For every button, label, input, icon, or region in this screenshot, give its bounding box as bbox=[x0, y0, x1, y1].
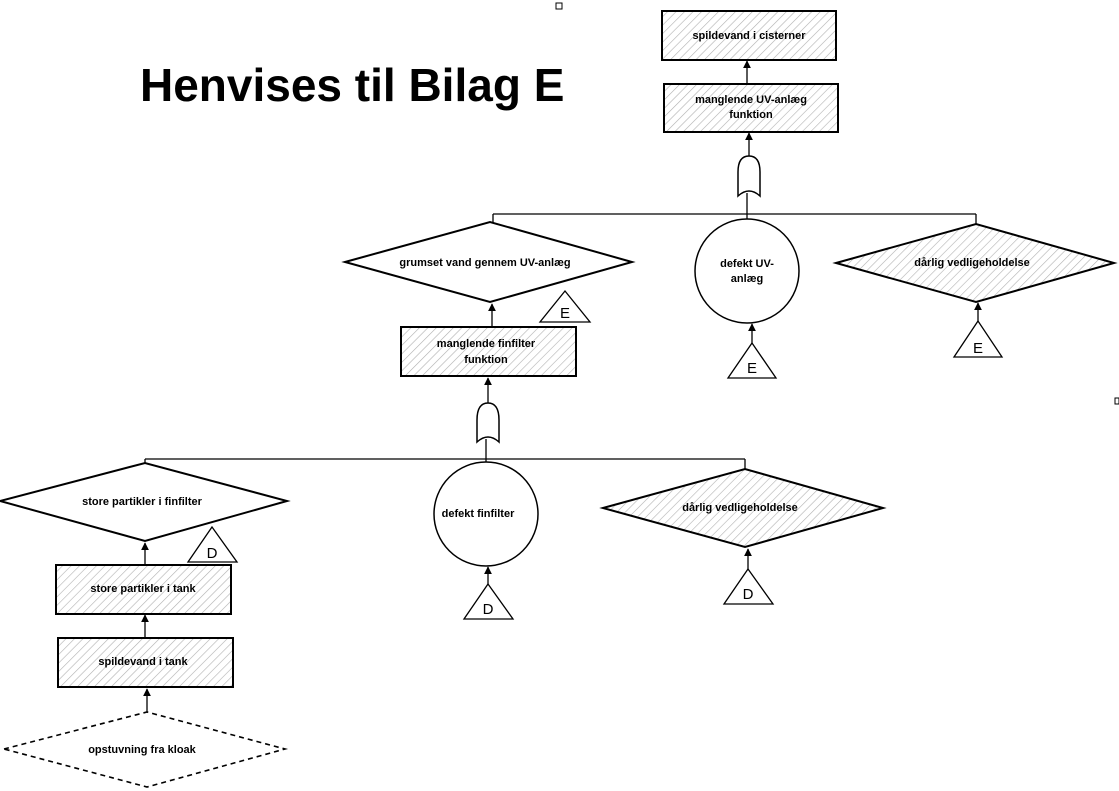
transfer-label: E bbox=[560, 305, 570, 322]
event-label: funktion bbox=[464, 354, 508, 366]
event-defekt-uv bbox=[694, 218, 800, 324]
event-spildevand-cisterner bbox=[661, 10, 837, 61]
event-label: funktion bbox=[729, 109, 773, 121]
event-defekt-finfilter bbox=[433, 461, 539, 567]
transfer-label: D bbox=[743, 586, 754, 603]
transfer-triangle bbox=[726, 341, 778, 379]
event-label: spildevand i tank bbox=[98, 656, 188, 668]
event-label: defekt finfilter bbox=[442, 508, 515, 520]
selection-handle bbox=[555, 2, 563, 10]
transfer-label: D bbox=[207, 545, 218, 562]
event-vedligeholdelse-finfilter bbox=[599, 467, 887, 549]
event-label: spildevand i cisterner bbox=[692, 30, 806, 42]
transfer-triangle bbox=[462, 582, 515, 620]
event-store-partikler-finfilter bbox=[0, 461, 291, 543]
event-label: anlæg bbox=[731, 273, 763, 285]
event-store-partikler-tank bbox=[55, 564, 232, 615]
event-vedligeholdelse-uv bbox=[832, 222, 1118, 304]
event-label: opstuvning fra kloak bbox=[88, 744, 196, 756]
event-label: store partikler i finfilter bbox=[82, 496, 203, 508]
event-label: manglende finfilter bbox=[437, 338, 536, 350]
event-grumset-vand bbox=[341, 220, 636, 304]
event-label: grumset vand gennem UV-anlæg bbox=[399, 257, 570, 269]
event-label: manglende UV-anlæg bbox=[695, 94, 807, 106]
transfer-triangle bbox=[186, 525, 239, 563]
transfer-triangle bbox=[538, 289, 592, 323]
event-uv-funktion bbox=[663, 83, 839, 133]
event-label: defekt UV- bbox=[720, 258, 774, 270]
transfer-label: D bbox=[483, 601, 494, 618]
event-label: dårlig vedligeholdelse bbox=[682, 502, 798, 514]
event-label: store partikler i tank bbox=[90, 583, 196, 595]
transfer-triangle bbox=[952, 319, 1004, 358]
event-opstuvning-kloak bbox=[0, 711, 289, 788]
selection-handle bbox=[1114, 397, 1119, 405]
transfer-label: E bbox=[973, 340, 983, 357]
or-gate bbox=[476, 402, 500, 444]
event-finfilter-funktion bbox=[400, 326, 577, 377]
event-spildevand-tank bbox=[57, 637, 234, 688]
event-label: dårlig vedligeholdelse bbox=[914, 257, 1030, 269]
transfer-label: E bbox=[747, 360, 757, 377]
or-gate bbox=[737, 155, 761, 198]
transfer-triangle bbox=[722, 567, 775, 605]
diagram-title: Henvises til Bilag E bbox=[140, 59, 565, 111]
